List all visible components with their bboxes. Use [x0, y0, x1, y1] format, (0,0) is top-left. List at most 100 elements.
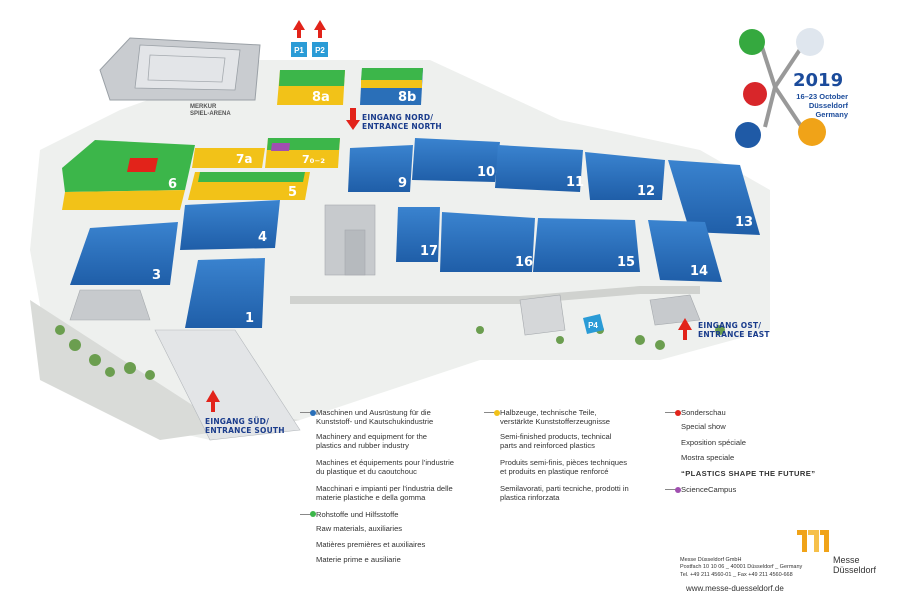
- legend-special-fr: Exposition spéciale: [681, 437, 747, 447]
- hall-6[interactable]: 6: [62, 140, 195, 210]
- special-color-dot: [675, 409, 681, 416]
- legend-raw: Rohstoffe und Hilfsstoffe: [300, 510, 480, 519]
- hall-16[interactable]: 16: [440, 212, 535, 272]
- merkur-spiel-arena: [99, 37, 261, 101]
- hall-3[interactable]: 3: [70, 222, 178, 285]
- legend-semi-it: Semilavorati, parti tecniche, prodotti i…: [484, 484, 659, 503]
- address-line-1: Messe Düsseldorf GmbH: [680, 557, 742, 563]
- machinery-color-dot: [310, 409, 316, 416]
- parking-p1[interactable]: P1: [291, 42, 307, 57]
- entrance-east-label: EINGANG OST/ ENTRANCE EAST: [698, 321, 770, 339]
- hall-7a[interactable]: 7a: [192, 148, 265, 168]
- legend-science-label: ScienceCampus: [681, 485, 737, 495]
- sciencecampus-area: [271, 143, 290, 151]
- legend-machinery: Maschinen und Ausrüstung für die Kunstst…: [300, 408, 480, 427]
- messe-duesseldorf-name: Messe Düsseldorf: [833, 555, 876, 576]
- semi-color-dot: [494, 409, 500, 416]
- science-color-dot: [675, 486, 681, 493]
- legend-semi-fr-2: et produits en plastique renforcé: [500, 467, 609, 477]
- legend-special-de: Sonderschau: [681, 408, 726, 417]
- entrance-south-hall-structure: [154, 329, 301, 441]
- hall-15-label: 15: [617, 255, 635, 270]
- hall-4[interactable]: 4: [180, 200, 280, 250]
- hall-14-label: 14: [690, 264, 708, 279]
- special-show-area: [127, 158, 158, 172]
- legend-special-it: Mostra speciale: [681, 453, 735, 463]
- hall-5-label: 5: [288, 185, 297, 200]
- hall-1[interactable]: 1: [185, 258, 265, 328]
- legend-machinery-de-2: Kunststoff- und Kautschukindustrie: [316, 417, 434, 427]
- entrance-north-line-2: ENTRANCE NORTH: [362, 121, 442, 131]
- legend-machinery-fr-1: Machines et équipements pour l’industrie: [316, 457, 455, 467]
- legend-machinery-fr-2: du plastique et du caoutchouc: [316, 467, 417, 477]
- parking-p2[interactable]: P2: [312, 42, 328, 57]
- hall-16-label: 16: [515, 255, 533, 270]
- parking-p1-label: P1: [294, 46, 304, 55]
- entrance-north-line-1: EINGANG NORD/: [362, 113, 434, 122]
- entrance-east-line-2: ENTRANCE EAST: [698, 329, 770, 339]
- messe-website-link[interactable]: www.messe-duesseldorf.de: [686, 584, 784, 593]
- legend-special-translations: Special show Exposition spéciale Mostra …: [665, 422, 835, 478]
- entrance-arrows: [206, 20, 692, 412]
- k-logo-date-range: 16–23 October: [796, 92, 848, 101]
- entrance-north-arrow: [346, 108, 360, 130]
- hall-11-label: 11: [566, 175, 584, 190]
- raw-color-dot: [310, 511, 316, 518]
- legend-machinery-en-1: Machinery and equipment for the: [316, 431, 428, 441]
- hall-17-label: 17: [420, 244, 438, 259]
- messe-address: Messe Düsseldorf GmbH Postfach 10 10 06 …: [680, 557, 802, 579]
- hall-8b[interactable]: 8b: [360, 68, 423, 105]
- hall-13[interactable]: 13: [668, 160, 760, 235]
- k-logo-dates: 16–23 October Düsseldorf Germany: [786, 92, 848, 119]
- legend-special-en: Special show: [681, 422, 726, 432]
- legend-special-title: “PLASTICS SHAPE THE FUTURE”: [681, 468, 816, 478]
- legend-raw-translations: Raw materials, auxiliaries Matières prem…: [300, 524, 480, 564]
- hall-12-label: 12: [637, 184, 655, 199]
- arena-label-line-1: MERKUR: [190, 104, 217, 110]
- hall-17[interactable]: 17: [396, 207, 440, 262]
- legend-machinery-it-2: materie plastiche e della gomma: [316, 493, 426, 503]
- hall-7a-label: 7a: [236, 152, 252, 166]
- entrance-north-label: EINGANG NORD/ ENTRANCE NORTH: [362, 113, 442, 131]
- hall-7-0-2[interactable]: 7₀₋₂: [265, 138, 340, 168]
- legend-semi-it-1: Semilavorati, parti tecniche, prodotti i…: [500, 483, 629, 493]
- hall-10[interactable]: 10: [412, 138, 500, 182]
- messe-duesseldorf-logo: [797, 530, 829, 552]
- hall-8a[interactable]: 8a: [277, 70, 345, 105]
- legend-machinery-en: Machinery and equipment for the plastics…: [300, 432, 480, 451]
- legend-column-3: Sonderschau Special show Exposition spéc…: [665, 408, 835, 500]
- hall-7-0-2-label: 7₀₋₂: [302, 153, 325, 166]
- hall-5[interactable]: 5: [188, 172, 310, 200]
- legend-semi-fr-1: Produits semi-finis, pièces techniques: [500, 457, 628, 467]
- parking-p1-arrow: [293, 20, 305, 38]
- hall-9[interactable]: 9: [348, 145, 413, 192]
- messe-name-line-1: Messe: [833, 555, 860, 565]
- legend-raw-it: Materie prime e ausiliarie: [316, 555, 401, 565]
- hall-12[interactable]: 12: [585, 152, 665, 200]
- hall-13-label: 13: [735, 215, 753, 230]
- legend-machinery-fr: Machines et équipements pour l’industrie…: [300, 458, 480, 477]
- legend-semi-de-1: Halbzeuge, technische Teile,: [500, 408, 597, 417]
- entrance-east-arrow: [678, 318, 692, 340]
- hall-6-label: 6: [168, 177, 177, 192]
- parking-p2-label: P2: [315, 46, 325, 55]
- legend-special: Sonderschau: [665, 408, 835, 417]
- hall-8a-label: 8a: [312, 90, 330, 105]
- k-logo-year: 2019: [793, 70, 844, 91]
- green-sphere: [739, 29, 765, 55]
- parking-p4[interactable]: P4: [583, 314, 604, 334]
- hall-14[interactable]: 14: [648, 220, 722, 282]
- legend-semi: Halbzeuge, technische Teile, verstärkte …: [484, 408, 659, 427]
- legend-semi-en-2: parts and reinforced plastics: [500, 441, 595, 451]
- hall-15[interactable]: 15: [533, 218, 640, 272]
- orange-sphere: [798, 118, 826, 146]
- legend-machinery-it-1: Macchinari e impianti per l’industria de…: [316, 483, 453, 493]
- address-line-3: Tel. +49 211 4560-01 _ Fax +49 211 4560-…: [680, 571, 793, 578]
- legend-science: ScienceCampus: [665, 485, 835, 494]
- hall-11[interactable]: 11: [495, 145, 584, 192]
- ground-shadow: [30, 300, 300, 440]
- legend-raw-fr: Matières premières et auxiliaires: [316, 539, 426, 549]
- red-sphere: [743, 82, 767, 106]
- hall-4-label: 4: [258, 230, 267, 245]
